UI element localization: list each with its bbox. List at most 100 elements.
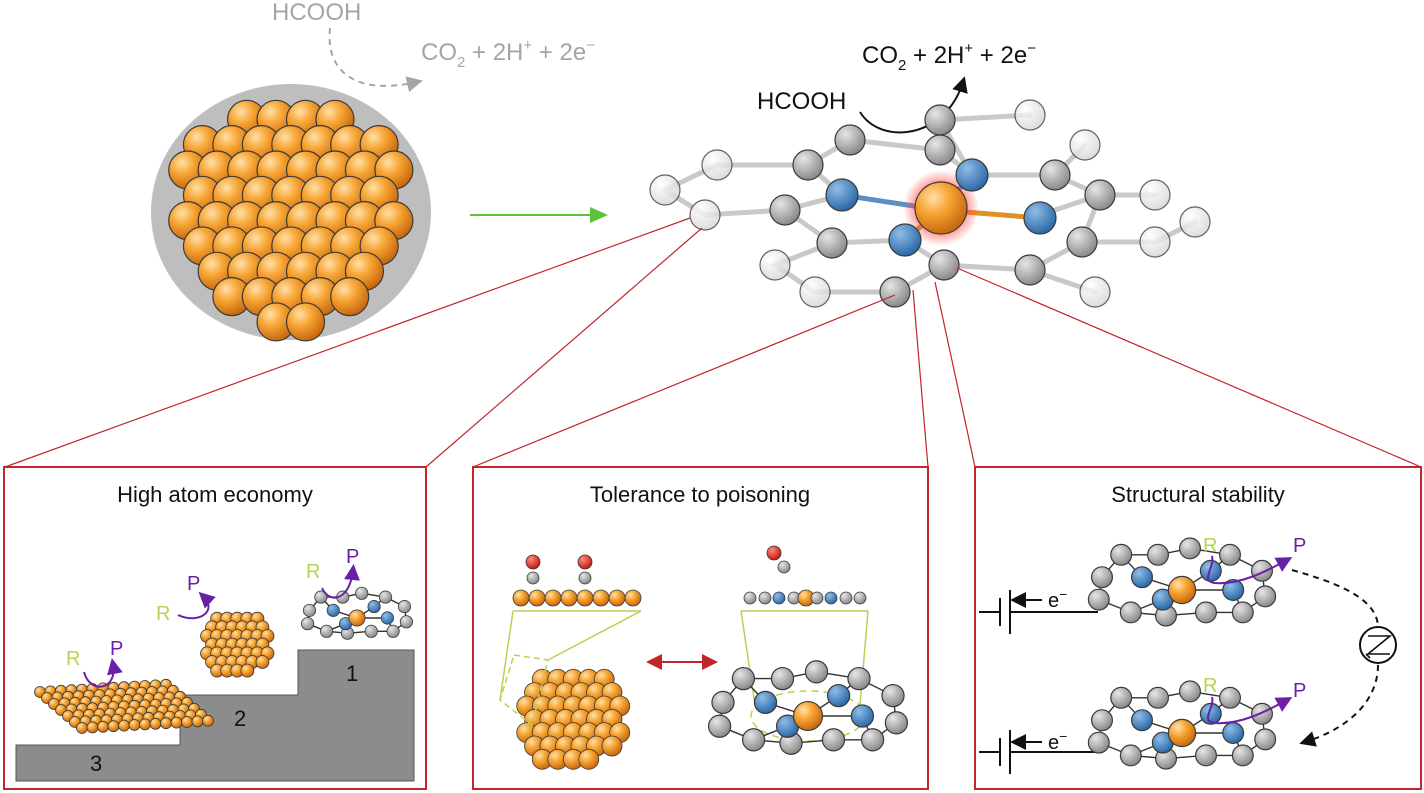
cycle-arrow-top xyxy=(1291,569,1379,626)
carbon-atom xyxy=(364,624,378,638)
carbon-atom xyxy=(1254,728,1277,751)
reaction-arrow-3 xyxy=(83,658,123,688)
projection-lines xyxy=(4,217,1422,468)
metal-atom xyxy=(624,589,642,607)
single-metal-atom xyxy=(792,700,824,732)
carbon-atom xyxy=(707,714,732,738)
carbon-atom xyxy=(924,134,956,166)
nitrogen-atom xyxy=(824,591,838,605)
nitrogen-atom xyxy=(1130,566,1153,589)
nitrogen-atom xyxy=(367,600,381,614)
nanoparticle-cluster xyxy=(151,84,431,342)
carbon-atom xyxy=(1087,731,1110,754)
nitrogen-atom xyxy=(772,591,786,605)
poisoned-surface xyxy=(512,554,642,607)
power-source-icon xyxy=(1359,626,1397,664)
carbon-atom xyxy=(821,728,846,752)
metal-atom xyxy=(528,589,546,607)
reactant-r-2: R xyxy=(156,603,170,625)
panel-atom-economy: High atom economy 3 2 1 R P R P R P xyxy=(3,466,427,790)
carbon-atom-faded xyxy=(1139,226,1171,258)
carbon-atom-faded xyxy=(689,199,721,231)
nitrogen-atom xyxy=(1130,709,1153,732)
nitrogen-atom xyxy=(1199,702,1222,725)
carbon-atom xyxy=(924,104,956,136)
metal-atom xyxy=(86,721,99,734)
carbon-atom xyxy=(847,666,871,691)
metal-atom xyxy=(149,717,162,730)
nitrogen-atom xyxy=(753,690,778,715)
nitrogen-atom xyxy=(955,158,989,192)
nitrogen-atom xyxy=(825,178,859,212)
carbon-atom xyxy=(320,624,334,638)
carbon-atom-faded xyxy=(799,276,831,308)
carbon-atom-faded xyxy=(649,174,681,206)
nitrogen-atom xyxy=(888,223,922,257)
stable-catalyst-bottom xyxy=(1087,680,1277,770)
product-p-2: P xyxy=(187,573,200,595)
nitrogen-atom xyxy=(1023,201,1057,235)
metal-atom xyxy=(107,720,120,733)
nitrogen-atom xyxy=(826,683,851,708)
carbon-atom xyxy=(853,591,867,605)
carbon-atom xyxy=(1218,686,1241,709)
small-single-atom xyxy=(301,586,413,640)
reaction-arrow-2 xyxy=(177,591,216,620)
carbon-atom xyxy=(1090,709,1113,732)
carbon-atom xyxy=(884,711,909,735)
carbon-atom xyxy=(731,666,756,691)
panel-title: Structural stability xyxy=(1111,482,1285,507)
metal-atom xyxy=(139,718,151,731)
metal-atom xyxy=(181,716,193,728)
carbon-atom xyxy=(1218,543,1241,566)
metal-atom xyxy=(97,720,109,733)
metal-atom xyxy=(592,589,610,607)
carbon-atom xyxy=(526,571,540,585)
metal-atom xyxy=(560,589,578,607)
carbon-atom xyxy=(1194,744,1217,767)
carbon-atom xyxy=(860,728,885,752)
carbon-atom xyxy=(1090,566,1113,589)
left-reaction: HCOOH CO2 + 2H+ + 2e− xyxy=(272,0,595,93)
carbon-atom-faded xyxy=(1079,276,1111,308)
zoom-guides-left xyxy=(499,610,642,727)
metal-atom xyxy=(330,277,370,317)
left-reactant-label: HCOOH xyxy=(272,0,361,26)
carbon-atom xyxy=(834,124,866,156)
right-products-label: CO2 + 2H+ + 2e− xyxy=(862,40,1036,74)
metal-atom xyxy=(601,735,623,757)
nitrogen-atom xyxy=(850,704,875,728)
carbon-atom xyxy=(711,690,735,715)
carbon-atom xyxy=(769,194,801,226)
carbon-atom xyxy=(928,249,960,281)
carbon-atom-faded xyxy=(1179,206,1211,238)
carbon-atom xyxy=(881,683,905,708)
metal-atom xyxy=(512,589,530,607)
electron-label-bottom: e− xyxy=(1048,728,1067,754)
single-metal-atom xyxy=(1167,718,1197,748)
product-p-top: P xyxy=(1293,535,1306,557)
right-reaction-arrow xyxy=(859,76,968,134)
carbon-atom xyxy=(1194,601,1217,624)
right-reactant-label: HCOOH xyxy=(757,88,846,115)
carbon-atom xyxy=(879,276,911,308)
metal-atom xyxy=(608,589,626,607)
carbon-atom xyxy=(804,660,829,684)
step-label-3: 3 xyxy=(90,751,102,776)
carbon-atom xyxy=(839,591,853,605)
carbon-atom-faded xyxy=(759,249,791,281)
metal-atom xyxy=(76,722,88,734)
carbon-atom xyxy=(1250,702,1273,725)
poisoned-nanoparticle xyxy=(516,668,631,770)
metal-atom xyxy=(576,589,594,607)
metal-atom xyxy=(170,716,183,729)
metal-atom xyxy=(544,589,562,607)
carbon-atom xyxy=(1119,744,1142,767)
metal-atom xyxy=(118,719,130,732)
carbon-atom xyxy=(1178,537,1201,560)
single-atom-catalyst xyxy=(649,99,1211,308)
single-atom-ring xyxy=(707,660,909,755)
step-label-1: 1 xyxy=(346,661,358,686)
carbon-atom xyxy=(314,590,328,604)
metal-atom xyxy=(240,663,255,678)
